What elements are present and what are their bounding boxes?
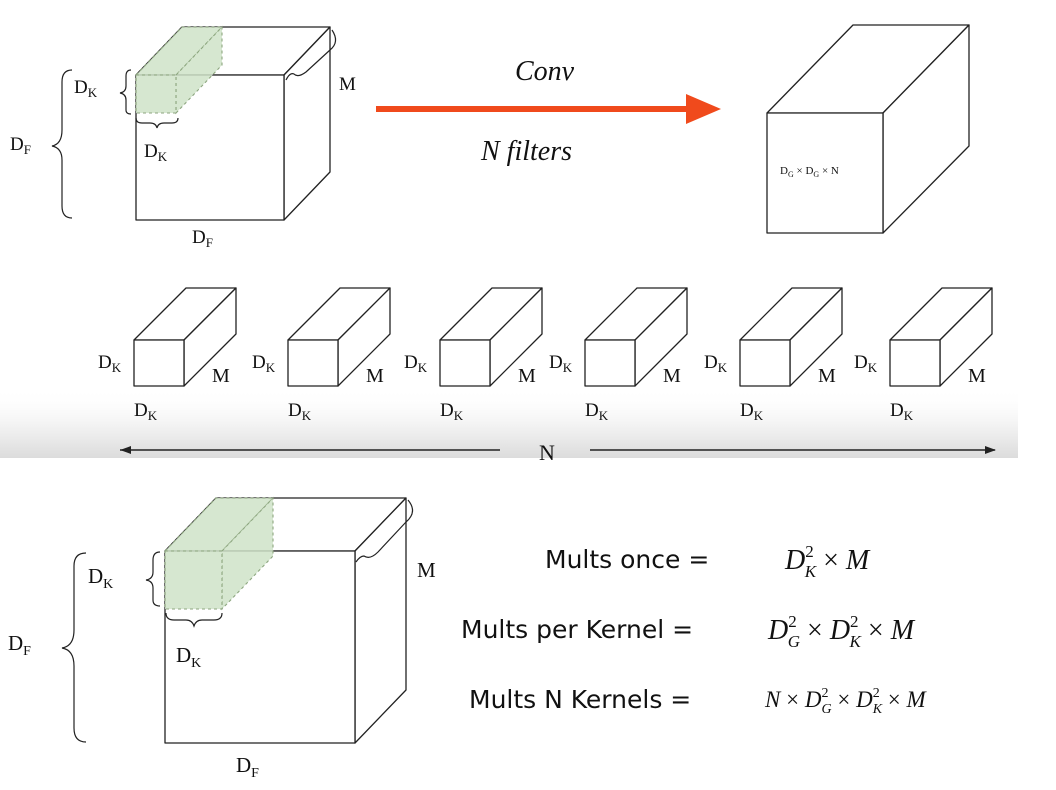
filter-height-label: DK xyxy=(98,352,122,375)
kernel-height-brace xyxy=(119,69,132,115)
equation-per-kernel-label: Mults per Kernel = xyxy=(461,615,693,644)
filter-height-label: DK xyxy=(549,352,573,375)
filter-height-label: DK xyxy=(404,352,428,375)
kernel-highlight-2 xyxy=(163,496,275,611)
filter-face xyxy=(889,339,941,387)
depth-label: M xyxy=(339,74,356,95)
filter-cube: DK DK M xyxy=(404,287,543,423)
filter-face xyxy=(287,339,339,387)
filter-face xyxy=(133,339,185,387)
filter-face xyxy=(584,339,636,387)
filter-cube: DK DK M xyxy=(549,287,688,423)
depth-brace-2 xyxy=(355,499,414,563)
width-label-2: DF xyxy=(236,753,259,781)
kernel-height-label-2: DK xyxy=(88,564,113,592)
height-label-2: DF xyxy=(8,631,31,659)
depth-label-2: M xyxy=(417,558,436,582)
filter-depth-label: M xyxy=(518,365,536,387)
arrow-head xyxy=(686,94,721,124)
filter-cube: DK DK M xyxy=(854,287,993,423)
depth-brace xyxy=(285,29,337,81)
input-volume-2: M DF DF DK DK xyxy=(8,496,436,781)
filter-width-label: DK xyxy=(740,400,764,423)
filter-face xyxy=(739,339,791,387)
arrow-top-label: Conv xyxy=(515,56,575,87)
filter-width-label: DK xyxy=(134,400,158,423)
filter-cube: DK DK M xyxy=(98,287,237,423)
filter-depth-label: M xyxy=(212,365,230,387)
equation-n-kernels-label: Mults N Kernels = xyxy=(469,685,691,714)
n-count-label: N xyxy=(539,440,555,465)
filter-width-label: DK xyxy=(585,400,609,423)
kernel-width-label-2: DK xyxy=(176,643,201,671)
kernel-width-brace-2 xyxy=(165,612,223,628)
filter-depth-label: M xyxy=(818,365,836,387)
kernel-width-label: DK xyxy=(144,141,168,164)
filter-height-label: DK xyxy=(704,352,728,375)
conv-arrow: Conv N filters xyxy=(376,56,721,167)
kernel-height-brace-2 xyxy=(145,551,161,607)
filter-width-label: DK xyxy=(890,400,914,423)
output-volume: DG × DG × N xyxy=(766,24,970,234)
input-volume: M DF DF DK DK xyxy=(10,25,356,250)
n-filters-arrow: N xyxy=(120,440,996,465)
filter-height-label: DK xyxy=(252,352,276,375)
equation-once-label: Mults once = xyxy=(545,545,709,574)
height-brace-2 xyxy=(61,552,87,743)
filter-depth-label: M xyxy=(968,365,986,387)
height-brace xyxy=(51,69,73,219)
filter-depth-label: M xyxy=(366,365,384,387)
filter-depth-label: M xyxy=(663,365,681,387)
kernel-height-label: DK xyxy=(74,77,98,100)
filter-row-band xyxy=(0,388,1018,458)
filter-cube: DK DK M xyxy=(704,287,843,423)
filter-face xyxy=(439,339,491,387)
filter-width-label: DK xyxy=(440,400,464,423)
filter-row: DK DK M DK DK M DK DK M DK DK M DK DK M DK DK M xyxy=(98,287,993,423)
output-volume-label: DG × DG × N xyxy=(780,165,839,179)
width-label: DF xyxy=(192,227,213,250)
arrow-bottom-label: N filters xyxy=(480,136,572,167)
kernel-width-brace xyxy=(135,117,179,129)
filter-height-label: DK xyxy=(854,352,878,375)
filter-width-label: DK xyxy=(288,400,312,423)
kernel-highlight xyxy=(134,25,224,115)
filter-cube: DK DK M xyxy=(252,287,391,423)
height-label: DF xyxy=(10,134,31,157)
